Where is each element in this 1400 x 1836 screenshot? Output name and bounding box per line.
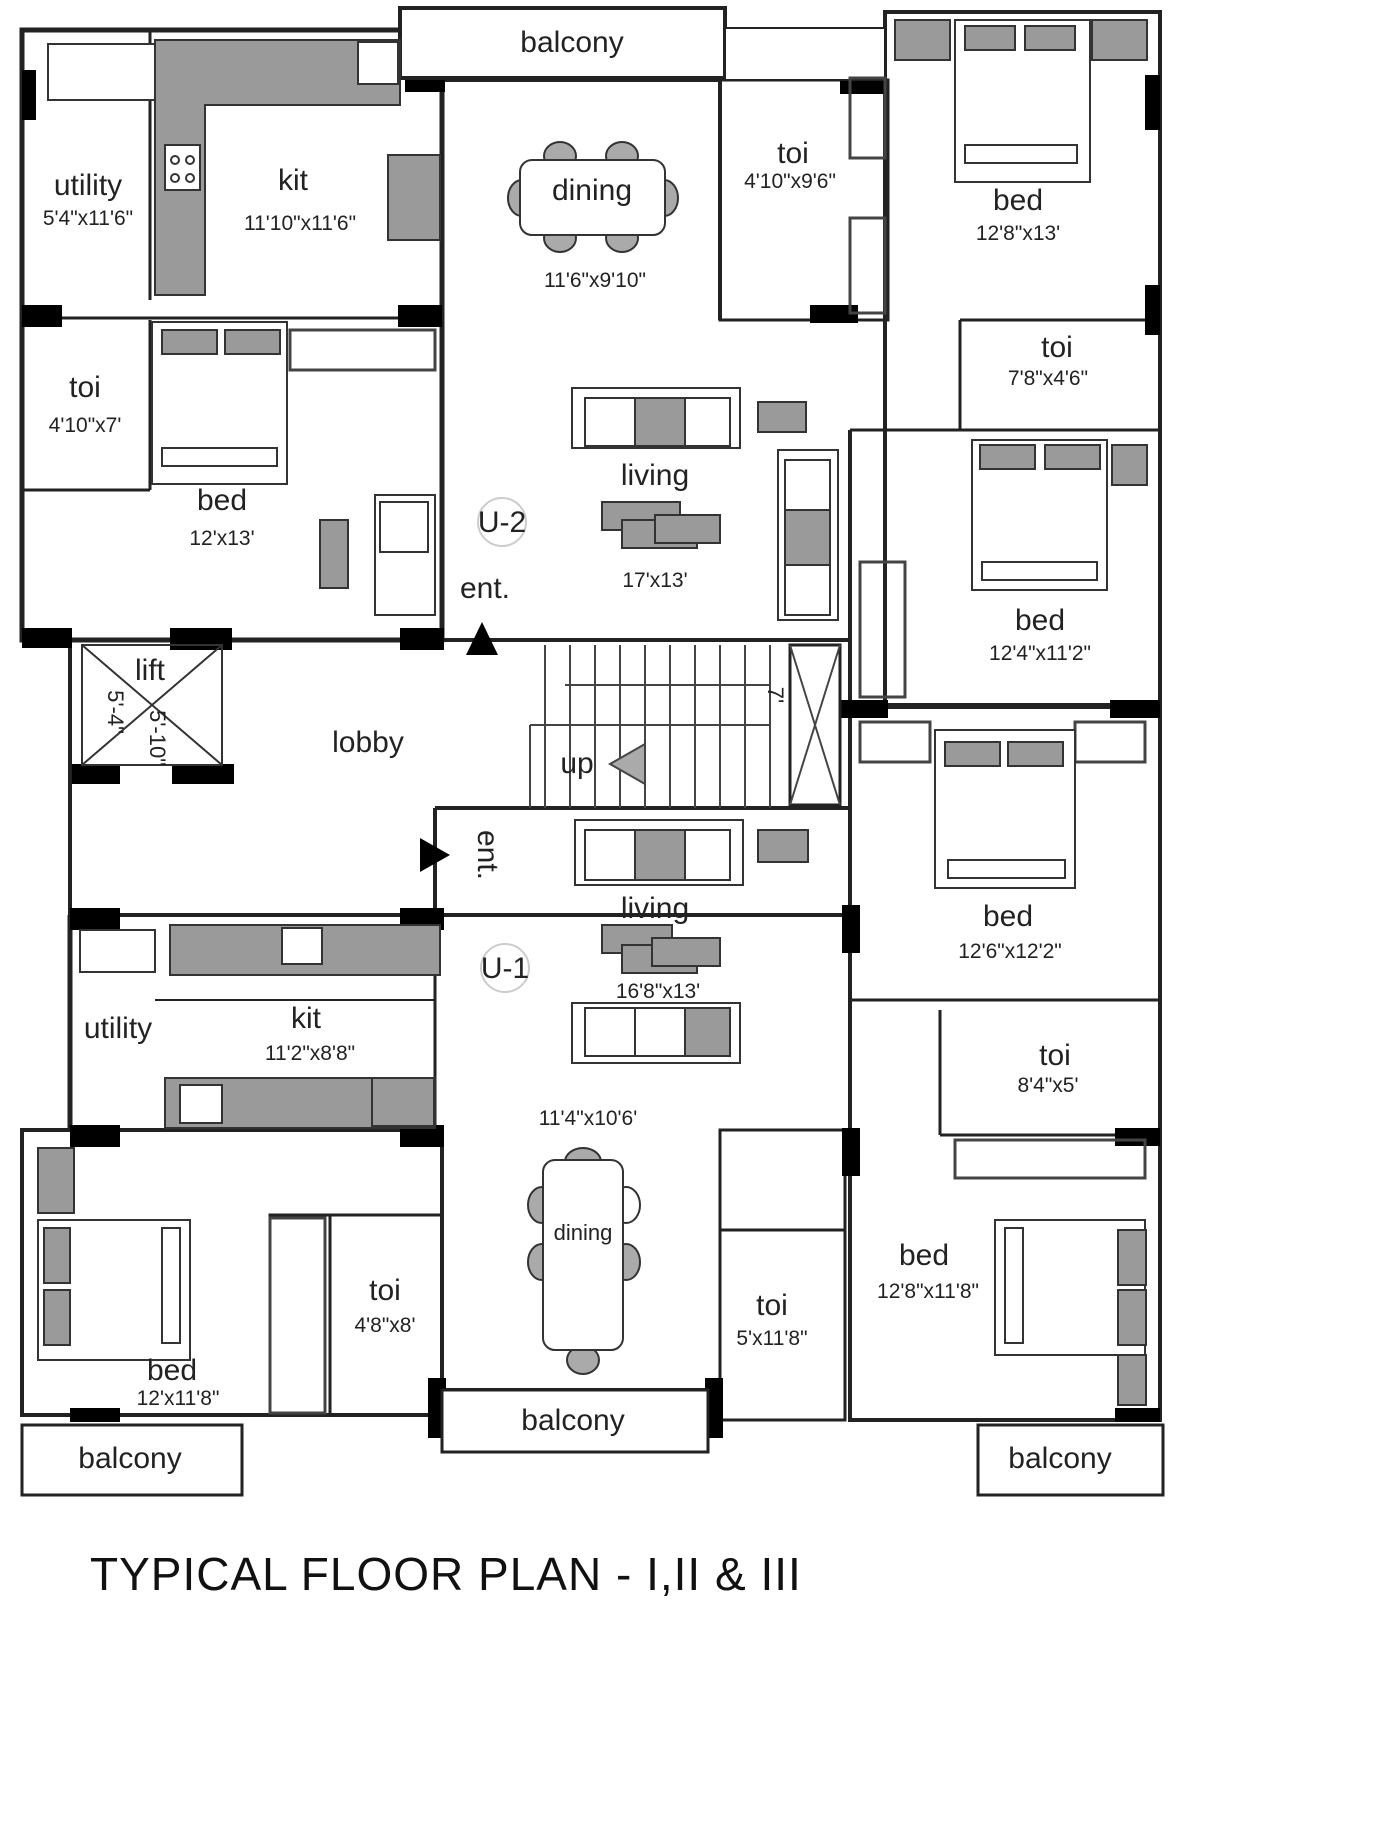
- u2-stove-icon: [164, 144, 201, 191]
- u1-bed-right-bottom-name: bed: [899, 1239, 949, 1272]
- lift-name: lift: [135, 654, 166, 687]
- u2-bed-right-name: bed: [1015, 604, 1065, 637]
- u2-toi-left-dim: 4'10"x7': [49, 414, 122, 437]
- unit-u2-label: U-2: [478, 506, 526, 539]
- u2-entry-label: ent.: [460, 572, 510, 605]
- balcony-top-label: balcony: [520, 26, 623, 59]
- u2-fridge: [387, 154, 441, 241]
- u1-utility-name: utility: [84, 1012, 152, 1045]
- u2-kit-name: kit: [278, 164, 309, 197]
- u1-bed-left-name: bed: [147, 1354, 197, 1387]
- u1-bed-right-bottom-dim: 12'8"x11'8": [877, 1280, 979, 1303]
- u2-utility-name: utility: [54, 169, 122, 202]
- unit-marker-u1: U-1: [480, 943, 530, 993]
- balcony-top: balcony: [398, 6, 886, 81]
- balcony-bottom-mid-label: balcony: [521, 1404, 624, 1437]
- u2-toi-right-dim: 7'8"x4'6": [1008, 367, 1088, 390]
- u1-dining-dim: 11'4"x10'6': [539, 1107, 638, 1130]
- u1-kit-dim: 11'2"x8'8": [265, 1042, 355, 1065]
- balcony-bottom-right: balcony: [976, 1423, 1165, 1497]
- plan-title: TYPICAL FLOOR PLAN - I,II & III: [90, 1548, 802, 1600]
- u2-bed-topright-name: bed: [993, 184, 1043, 217]
- stair-up-label: up: [560, 747, 593, 780]
- staircase: [529, 643, 842, 808]
- u2-bed-topright-dim: 12'8"x13': [976, 222, 1060, 245]
- u1-right-block-wall: [848, 703, 1162, 1422]
- u1-stove-icon: [281, 927, 323, 965]
- u2-living-name: living: [621, 459, 689, 492]
- u2-toi-top-dim: 4'10"x9'6": [744, 170, 836, 193]
- u2-kitchen-sink-icon: [357, 41, 399, 85]
- lift-shaft: [81, 644, 223, 766]
- u1-toi-mid-name: toi: [369, 1274, 401, 1307]
- u2-toi-top-name: toi: [777, 137, 809, 170]
- u2-kit-dim: 11'10"x11'6": [244, 212, 356, 235]
- unit-marker-u2: U-2: [477, 497, 527, 547]
- walls: [19, 10, 1162, 1422]
- u2-toi-left-name: toi: [69, 371, 101, 404]
- u1-toilet-wall: [718, 1128, 847, 1422]
- u2-dining-dim: 11'6"x9'10": [544, 269, 646, 292]
- lift-dim-a: 5'-4": [103, 690, 128, 734]
- lobby-name: lobby: [332, 726, 404, 759]
- unit-u1-label: U-1: [481, 952, 529, 985]
- furniture: [37, 19, 1148, 1415]
- u2-bed-left-name: bed: [197, 484, 247, 517]
- u1-bed-left-dim: 12'x11'8": [137, 1387, 220, 1410]
- stair-dim: 7': [763, 687, 788, 703]
- u2-dining-name: dining: [552, 174, 632, 207]
- u2-bed-right-dim: 12'4"x11'2": [989, 642, 1091, 665]
- u1-toi-mid-dim: 4'8"x8': [354, 1314, 415, 1337]
- balcony-bottom-left: balcony: [20, 1423, 244, 1497]
- u1-bed-right-top-name: bed: [983, 900, 1033, 933]
- u1-toi-right-bottom-dim: 5'x11'8": [736, 1327, 807, 1350]
- u1-kit-name: kit: [291, 1002, 322, 1035]
- u1-entry-arrow-icon: [420, 838, 450, 872]
- u1-toi-right-dim: 8'4"x5': [1017, 1074, 1078, 1097]
- u1-entry-label: ent.: [471, 830, 504, 880]
- u1-toi-right-name: toi: [1039, 1039, 1071, 1072]
- u1-kitchen-sink-icon: [179, 1084, 223, 1124]
- u1-bed-right-top-dim: 12'6"x12'2": [958, 940, 1062, 963]
- u2-toi-right-name: toi: [1041, 331, 1073, 364]
- room-labels: utility 5'4"x11'6" kit 11'10"x11'6" dini…: [43, 137, 1091, 1410]
- u1-dining-name: dining: [554, 1220, 613, 1245]
- lift-dim-b: 5'-10": [145, 710, 170, 766]
- u1-dining-table: [527, 1147, 641, 1375]
- u2-kitchen-counter: [154, 39, 401, 296]
- u2-utility-dim: 5'4"x11'6": [43, 207, 133, 230]
- floor-plan: balcony balcony balcony balcony: [19, 6, 1165, 1600]
- u1-toi-right-bottom-name: toi: [756, 1289, 788, 1322]
- balcony-bottom-left-label: balcony: [78, 1442, 181, 1475]
- u1-living-dim: 16'8"x13': [616, 980, 700, 1003]
- u2-dining-table: [507, 141, 679, 253]
- u2-entry-arrow-icon: [466, 622, 498, 655]
- balcony-bottom-right-label: balcony: [1008, 1442, 1111, 1475]
- balcony-bottom-mid: balcony: [440, 1388, 710, 1454]
- u2-toilet-wall: [718, 78, 890, 322]
- u2-living-dim: 17'x13': [622, 569, 687, 592]
- u2-bed-left-dim: 12'x13': [189, 527, 254, 550]
- stair-up-arrow-icon: [607, 742, 646, 786]
- u1-living-name: living: [621, 892, 689, 925]
